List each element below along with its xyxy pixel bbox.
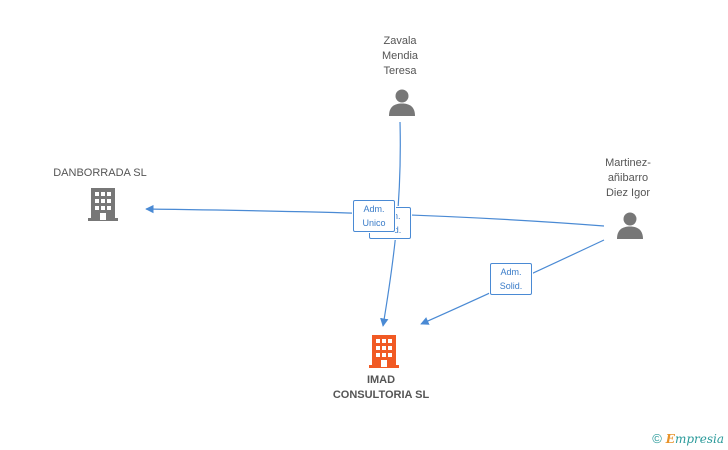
node-zavala-label: Zavala Mendia Teresa xyxy=(381,35,419,77)
brand-logo: Empresia xyxy=(665,432,724,446)
node-danborrada-label: DANBORRADA SL xyxy=(53,167,147,179)
building-icon[interactable] xyxy=(86,186,120,222)
edge-label-martinez-danborrada[interactable]: Adm. Unico xyxy=(353,200,395,232)
copyright-icon: © xyxy=(652,431,662,446)
person-icon[interactable] xyxy=(388,88,416,116)
node-martinez-label: Martinez- añibarro Diez Igor xyxy=(605,157,651,199)
node-imad-label: IMAD CONSULTORIA SL xyxy=(332,374,430,401)
person-icon[interactable] xyxy=(616,211,644,239)
brand-footer: ©Empresia xyxy=(652,431,724,446)
edge-label-martinez-imad[interactable]: Adm. Solid. xyxy=(490,263,532,295)
building-icon-main[interactable] xyxy=(367,333,401,369)
